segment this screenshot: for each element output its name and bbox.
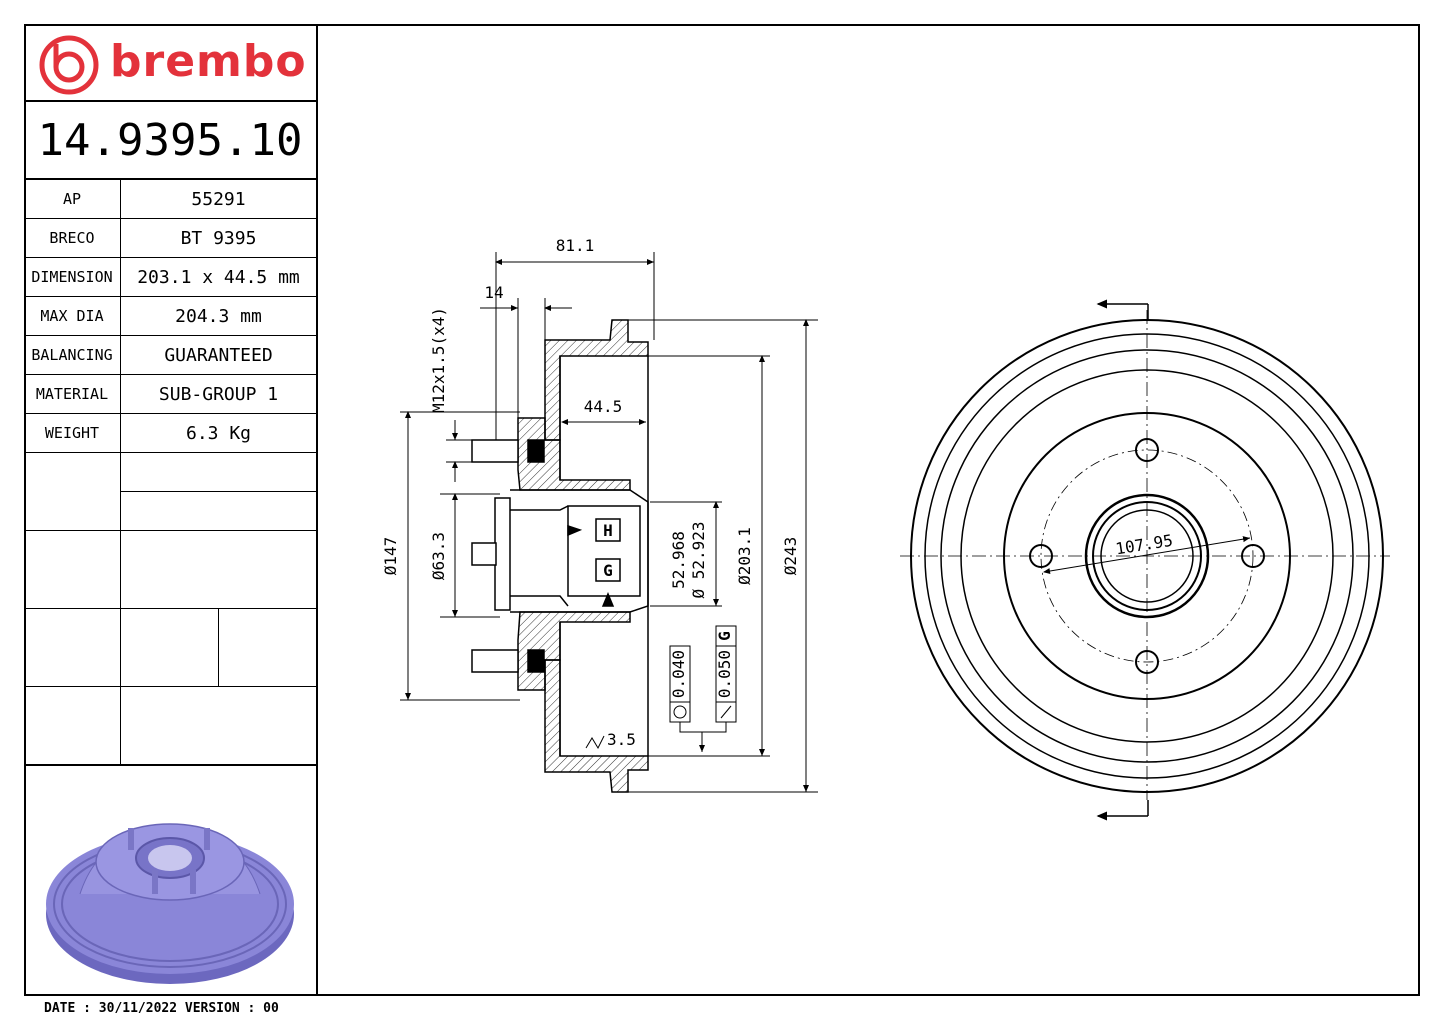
dim-outer-diameter: Ø243 <box>781 537 800 576</box>
date-version-footer: DATE : 30/11/2022 VERSION : 00 <box>44 1001 279 1016</box>
spec-table: AP 55291 BRECO BT 9395 DIMENSION 203.1 x… <box>24 180 316 453</box>
spec-value: BT 9395 <box>120 218 316 258</box>
spec-value: 204.3 mm <box>120 296 316 336</box>
spec-row: BRECO BT 9395 <box>24 218 316 258</box>
datum-h-label: H <box>603 521 613 540</box>
roughness-value: 3.5 <box>607 730 636 749</box>
spec-value: 203.1 x 44.5 mm <box>120 257 316 297</box>
dim-drum-diameter: Ø203.1 <box>735 527 754 585</box>
dim-drum-depth: 44.5 <box>584 397 623 416</box>
dim-pcd: 107.95 <box>1114 531 1174 559</box>
dim-stud-thread: M12x1.5(x4) <box>429 307 448 413</box>
spec-value: 55291 <box>120 180 316 219</box>
dim-flange-offset: 14 <box>484 283 503 302</box>
dim-overall-width: 81.1 <box>556 236 595 255</box>
spec-row: MAX DIA 204.3 mm <box>24 296 316 336</box>
spec-key: MATERIAL <box>24 374 121 414</box>
front-view <box>900 299 1390 821</box>
dim-bearing-seat-min: Ø 52.923 <box>689 521 708 598</box>
tol-roundness: 0.040 <box>669 650 688 698</box>
dim-stud-circle: Ø147 <box>381 537 400 576</box>
spec-row: MATERIAL SUB-GROUP 1 <box>24 374 316 414</box>
dimension-lines <box>400 252 818 793</box>
brembo-mark-icon <box>39 35 99 95</box>
drum-3d-render <box>46 823 294 984</box>
spec-key: AP <box>24 180 121 219</box>
cross-section-view <box>471 319 649 793</box>
tol-runout: 0.050 <box>715 650 734 698</box>
spec-value: 6.3 Kg <box>120 413 316 453</box>
datum-g-label: G <box>603 561 613 580</box>
dim-hub-bore: Ø63.3 <box>429 532 448 580</box>
title-block: brembo 14.9395.10 AP 55291 BRECO BT 9395… <box>24 24 318 996</box>
spec-value: GUARANTEED <box>120 335 316 375</box>
brand-name: brembo <box>110 36 307 87</box>
spec-key: BRECO <box>24 218 121 258</box>
spec-row: DIMENSION 203.1 x 44.5 mm <box>24 257 316 297</box>
spec-row: WEIGHT 6.3 Kg <box>24 413 316 453</box>
spec-key: DIMENSION <box>24 257 121 297</box>
tol-datum-ref: G <box>715 631 734 641</box>
spec-row: AP 55291 <box>24 180 316 219</box>
drawing-frame <box>24 24 1420 996</box>
spec-key: BALANCING <box>24 335 121 375</box>
part-number: 14.9395.10 <box>24 102 316 180</box>
spec-row: BALANCING GUARANTEED <box>24 335 316 375</box>
brand-logo: brembo <box>24 24 316 102</box>
spec-key: MAX DIA <box>24 296 121 336</box>
dim-bearing-seat-max: 52.968 <box>669 531 688 589</box>
spec-value: SUB-GROUP 1 <box>120 374 316 414</box>
spec-key: WEIGHT <box>24 413 121 453</box>
